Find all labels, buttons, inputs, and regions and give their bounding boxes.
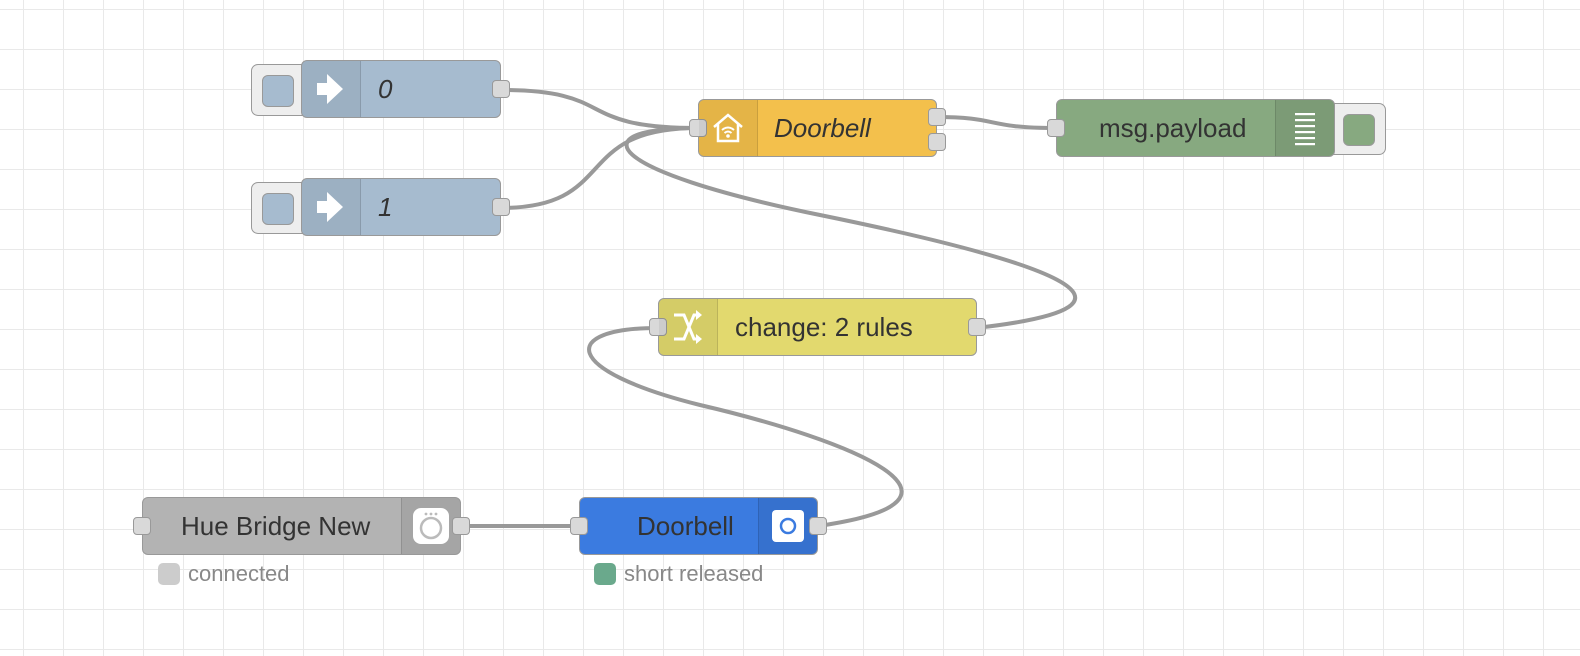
inject-node-1[interactable]: 1	[301, 178, 510, 236]
hue-button-label: Doorbell	[637, 510, 734, 541]
hue-bridge-status: connected	[158, 561, 290, 587]
change-output-port[interactable]	[968, 318, 986, 336]
inject-0-label: 0	[378, 73, 393, 104]
wire-change-to-doorbell[interactable]	[624, 126, 1077, 330]
inject-1-output-port[interactable]	[492, 198, 510, 216]
debug-label: msg.payload	[1099, 112, 1247, 143]
doorbell-output-port-2[interactable]	[928, 133, 946, 151]
arrow-in-icon	[302, 179, 361, 235]
debug-input-port[interactable]	[1047, 119, 1065, 137]
inject-1-trigger[interactable]	[262, 193, 294, 225]
status-text: connected	[188, 561, 290, 586]
hue-bridge-icon	[401, 498, 460, 554]
inject-node-0[interactable]: 0	[301, 60, 510, 118]
homekit-doorbell-label: Doorbell	[774, 112, 871, 143]
hue-button-output-port[interactable]	[809, 517, 827, 535]
hue-bridge-node[interactable]: Hue Bridge New	[133, 497, 470, 555]
hue-bridge-output-port[interactable]	[452, 517, 470, 535]
home-wifi-icon	[699, 100, 758, 156]
inject-0-trigger[interactable]	[262, 75, 294, 107]
hue-button-node[interactable]: Doorbell	[570, 497, 827, 555]
doorbell-input-port[interactable]	[689, 119, 707, 137]
doorbell-output-port-1[interactable]	[928, 108, 946, 126]
homekit-doorbell-node[interactable]: Doorbell	[689, 99, 946, 157]
debug-toggle[interactable]	[1343, 114, 1375, 146]
change-node[interactable]: change: 2 rules	[649, 298, 986, 356]
wire-button-to-change[interactable]	[587, 326, 904, 528]
status-dot	[158, 563, 180, 585]
hue-button-input-port[interactable]	[570, 517, 588, 535]
change-input-port[interactable]	[649, 318, 667, 336]
status-dot	[594, 563, 616, 585]
debug-node[interactable]: msg.payload	[1047, 99, 1335, 157]
hue-button-status: short released	[594, 561, 763, 587]
button-icon	[758, 498, 817, 554]
wire-inject1-to-doorbell[interactable]	[498, 126, 700, 210]
change-label: change: 2 rules	[735, 311, 913, 342]
status-text: short released	[624, 561, 764, 586]
inject-1-label: 1	[378, 191, 393, 222]
hue-bridge-label: Hue Bridge New	[181, 510, 371, 541]
arrow-in-icon	[302, 61, 361, 117]
list-icon	[1275, 100, 1334, 156]
wire-inject0-to-doorbell[interactable]	[498, 88, 700, 130]
wire-doorbell-to-debug[interactable]	[934, 115, 1058, 130]
inject-0-output-port[interactable]	[492, 80, 510, 98]
hue-bridge-input-port[interactable]	[133, 517, 151, 535]
shuffle-icon	[659, 299, 718, 355]
